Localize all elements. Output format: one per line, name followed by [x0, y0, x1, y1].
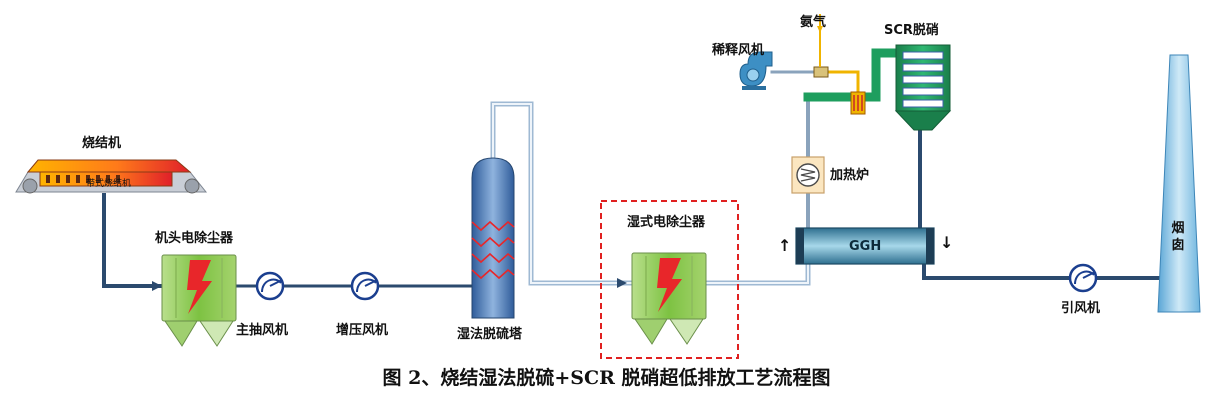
wet-esp: [631, 252, 707, 345]
main-fan-label: 主抽风机: [236, 323, 289, 338]
dilution-fan-icon: [739, 51, 773, 90]
induced-fan-label: 引风机: [1061, 301, 1101, 316]
booster-fan-icon: [350, 271, 380, 301]
duct-wet-esp-to-ggh: [701, 262, 811, 286]
wet-fgd-tower: [471, 157, 515, 319]
booster-fan-label: 增压风机: [336, 323, 389, 338]
duct-scr-inlet: [803, 48, 901, 102]
down-arrow-icon: ↓: [940, 233, 954, 252]
duct-sinter-to-esp: [102, 193, 170, 288]
heater-icon: [791, 156, 825, 194]
flow-arrowhead: [152, 281, 162, 291]
main-fan-icon: [255, 271, 285, 301]
ammonia-line: [818, 70, 860, 96]
heater-label: 加热炉: [830, 168, 870, 183]
flow-arrowhead: [617, 278, 627, 288]
ammonia-mixer: [813, 66, 829, 78]
scr-label: SCR脱硝: [884, 23, 939, 38]
figure-caption: 图 2、烧结湿法脱硫+SCR 脱硝超低排放工艺流程图: [382, 367, 831, 389]
sinter-machine: [15, 159, 208, 194]
sinter-machine-inner-label: 带式烧结机: [86, 179, 132, 189]
ammonia-label: 氨气: [800, 15, 827, 30]
ggh-unit: [795, 227, 935, 265]
wet-esp-label: 湿式电除尘器: [627, 215, 706, 230]
dilution-fan-label: 稀释风机: [712, 43, 765, 58]
up-arrow-icon: ↑: [778, 236, 792, 255]
duct-ggh-to-chimney: [922, 262, 1170, 280]
wet-esp-highlight-box: [600, 200, 739, 359]
ggh-label: GGH: [849, 239, 882, 254]
chimney-label: 烟囱: [1171, 221, 1185, 253]
sinter-machine-label: 烧结机: [82, 136, 122, 151]
scr-reactor: [894, 44, 952, 131]
head-esp: [161, 254, 237, 347]
head-esp-label: 机头电除尘器: [155, 231, 234, 246]
chimney: [1157, 54, 1201, 313]
duct-fgd-to-wet-esp: [490, 101, 640, 286]
ammonia-injection-grid: [850, 91, 866, 115]
induced-fan-icon: [1068, 263, 1098, 293]
wet-fgd-label: 湿法脱硫塔: [457, 327, 523, 342]
duct-network: [102, 48, 1170, 288]
